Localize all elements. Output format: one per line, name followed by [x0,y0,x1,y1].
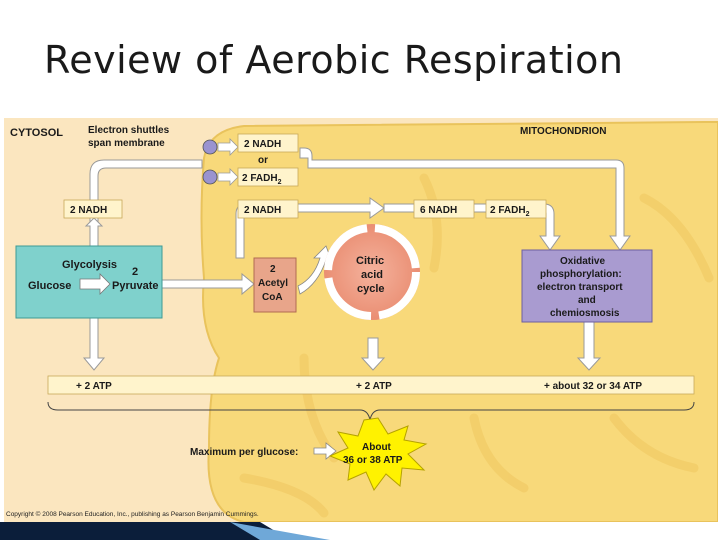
label-acetyl-2: Acetyl [258,278,288,289]
box-fadh-right [485,199,547,219]
slide-title: Review of Aerobic Respiration [44,38,624,82]
label-nadh-six: 6 NADH [420,205,457,216]
shuttle-label-line2: span membrane [88,138,165,149]
label-oxphos-3: electron transport [537,282,623,293]
box-top-nadh [237,133,299,153]
shuttle-arrow-nadh [217,138,239,156]
box-oxidative-phosphorylation [521,249,653,323]
label-oxphos-5: chemiosmosis [550,308,620,319]
label-fadh-right-main: 2 FADH [490,205,526,216]
arrow-glycolysis-to-acetyl [161,272,255,296]
box-nadh-six [413,199,475,219]
label-top-fadh-sub: 2 [278,179,282,186]
label-top-fadh: 2 FADH2 [242,173,282,186]
label-atp-mid: + 2 ATP [356,381,392,392]
label-fadh-right-sub: 2 [526,211,530,218]
label-pyruvate-num: 2 [132,266,138,278]
label-atp-left: + 2 ATP [76,381,112,392]
label-top-fadh-main: 2 FADH [242,173,278,184]
label-top-nadh: 2 NADH [244,139,281,150]
label-citric-3: cycle [357,283,385,295]
label-oxphos-2: phosphorylation: [540,269,622,280]
label-oxphos-4: and [578,295,596,306]
box-nadh-mid [237,199,299,219]
box-nadh-left [63,199,123,219]
label-nadh-mid: 2 NADH [244,205,281,216]
citric-cycle-ring [324,224,420,320]
label-about-2: 36 or 38 ATP [343,455,403,466]
label-glycolysis: Glycolysis [62,259,117,271]
copyright-notice: Copyright © 2008 Pearson Education, Inc.… [6,511,259,518]
label-fadh-right: 2 FADH2 [490,205,530,218]
label-oxphos-1: Oxidative [560,256,605,267]
mitochondrion-shape [200,121,718,522]
label-acetyl-1: 2 [270,264,276,275]
cristae-folds [239,173,714,518]
citric-acid-cycle [324,224,420,320]
atp-total-starburst [328,417,428,491]
cytosol-label: CYTOSOL [10,127,63,139]
label-citric-2: acid [361,269,383,281]
arrow-down-oxphos-atp [576,321,602,371]
label-citric-1: Citric [356,255,384,267]
box-top-fadh [237,167,299,187]
label-or: or [258,155,268,166]
arrow-down-glycolysis-atp [82,317,106,371]
mitochondrion-label: MITOCHONDRION [520,126,606,137]
label-glucose: Glucose [28,280,71,292]
shuttle-arrow-fadh [217,168,239,186]
atp-bar [47,375,695,395]
arrow-top-to-oxphos [299,147,631,251]
shuttle-label-line1: Electron shuttles [88,125,170,136]
label-max-per-glucose: Maximum per glucose: [190,447,298,458]
label-atp-right: + about 32 or 34 ATP [544,381,642,392]
shuttle-circle-nadh [202,139,218,155]
max-arrow [313,442,337,460]
label-acetyl-3: CoA [262,292,283,303]
arrow-glycolysis-to-shuttle [89,159,203,247]
box-acetyl-coa [253,257,297,313]
label-about-1: About [362,442,392,453]
diagram-canvas: CYTOSOL MITOCHONDRION Electron shuttles … [10,121,718,522]
respiration-diagram: CYTOSOL MITOCHONDRION Electron shuttles … [4,118,718,522]
label-nadh-left: 2 NADH [70,205,107,216]
footer-decoration [0,522,330,540]
label-pyruvate: Pyruvate [112,280,158,292]
arrow-up-to-nadh-left [84,217,104,247]
shuttle-circle-fadh [202,169,218,185]
glucose-pyruvate-arrow [79,273,111,295]
arrow-down-citric-atp [360,337,386,371]
